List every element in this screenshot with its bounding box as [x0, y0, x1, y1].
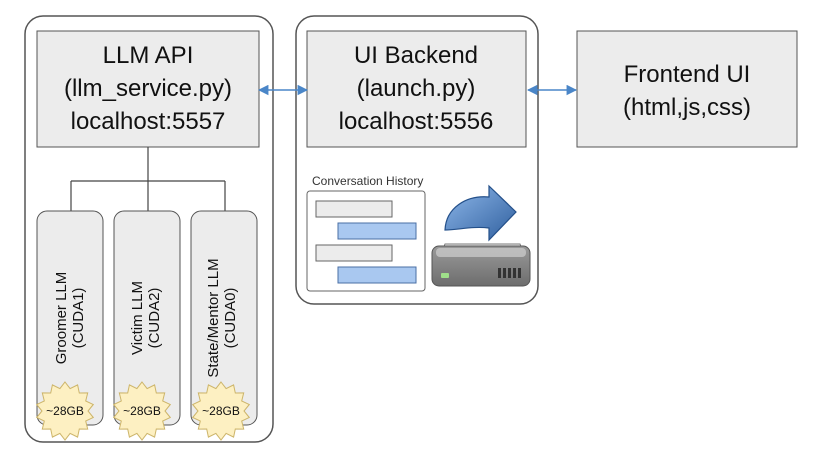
model-device: (CUDA1) [70, 288, 87, 349]
model-device: (CUDA0) [222, 288, 239, 349]
memory-badge [191, 381, 251, 441]
model-victim: Victim LLM (CUDA2) ~28GB [112, 210, 181, 441]
conversation-history-icon [306, 190, 426, 292]
memory-badge [112, 381, 172, 441]
memory-label: ~28GB [123, 404, 161, 418]
memory-label: ~28GB [46, 404, 84, 418]
llm-api-address: localhost:5557 [71, 108, 226, 135]
ui-backend-address: localhost:5556 [339, 108, 494, 135]
llm-api-group: LLM API (llm_service.py) localhost:5557 … [24, 15, 274, 443]
ui-backend-file: (launch.py) [357, 75, 476, 102]
model-name: Groomer LLM [53, 272, 70, 365]
frontend-box [576, 30, 798, 148]
model-name: Victim LLM [129, 281, 146, 355]
llm-api-box [36, 30, 260, 148]
memory-label: ~28GB [202, 404, 240, 418]
llm-api-file: (llm_service.py) [64, 75, 232, 102]
frontend-title: Frontend UI [624, 61, 751, 88]
ui-backend-group: UI Backend (launch.py) localhost:5556 Co… [295, 15, 539, 305]
save-to-disk-icon [431, 184, 531, 287]
frontend-group: Frontend UI (html,js,css) [576, 30, 798, 148]
memory-badge [35, 381, 95, 441]
model-device: (CUDA2) [146, 288, 163, 349]
frontend-tech: (html,js,css) [623, 94, 751, 121]
llm-api-title: LLM API [103, 42, 194, 69]
model-name: State/Mentor LLM [205, 258, 222, 377]
ui-backend-title: UI Backend [354, 42, 478, 69]
model-connectors [70, 147, 226, 211]
model-state-mentor: State/Mentor LLM (CUDA0) ~28GB [190, 210, 258, 441]
ui-backend-box [306, 30, 527, 148]
model-groomer: Groomer LLM (CUDA1) ~28GB [35, 210, 104, 441]
conversation-history-label: Conversation History [312, 174, 423, 188]
